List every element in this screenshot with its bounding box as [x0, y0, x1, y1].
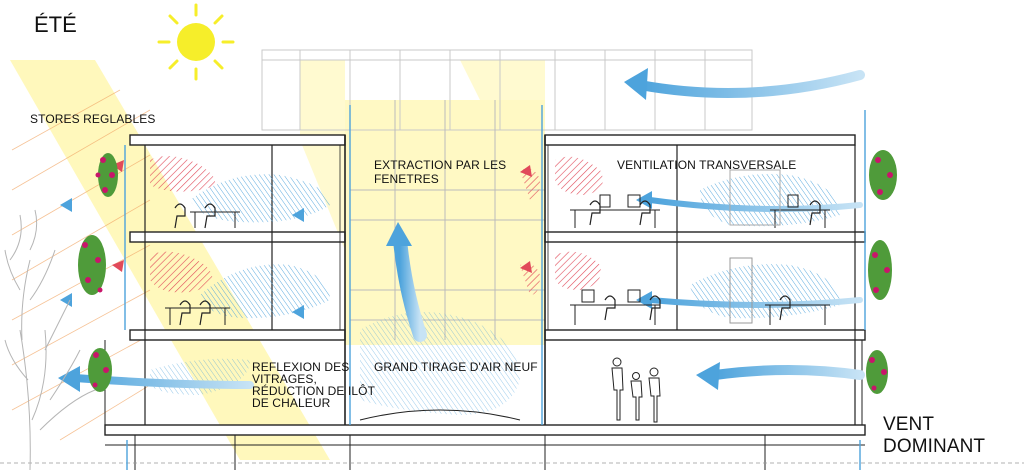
label-window-extraction-line1: EXTRACTION PAR LES — [374, 158, 507, 172]
chair-icon — [174, 200, 821, 326]
sun-icon — [157, 3, 235, 81]
label-cross-ventilation: VENTILATION TRANSVERSALE — [617, 158, 797, 172]
label-reflection-line3: RÉDUCTION DE ILÔT — [252, 384, 376, 398]
building-structure — [104, 134, 866, 470]
label-prevailing-wind-line2: DOMINANT — [883, 436, 986, 457]
season-title: ÉTÉ — [34, 12, 77, 37]
tree-icon — [4, 209, 96, 470]
person-icon — [611, 357, 661, 423]
heat-arrows — [112, 160, 532, 273]
label-reflection-line4: DE CHALEUR — [252, 396, 331, 410]
label-prevailing-wind-line1: VENT — [883, 414, 935, 435]
label-reflection-line2: VITRAGES, — [252, 372, 317, 386]
heat-zones — [150, 156, 603, 295]
label-window-extraction-line2: FENETRES — [374, 172, 439, 186]
label-adjustable-blinds: STORES REGLABLES — [30, 112, 156, 126]
label-fresh-air-draft: GRAND TIRAGE D'AIR NEUF — [374, 360, 538, 374]
wind-arrowheads — [58, 68, 720, 392]
wind-arrow-icon — [68, 70, 865, 389]
cool-air-zones — [150, 174, 840, 415]
plant-icon — [78, 150, 897, 394]
label-reflection-line1: REFLEXION DES — [252, 360, 350, 374]
